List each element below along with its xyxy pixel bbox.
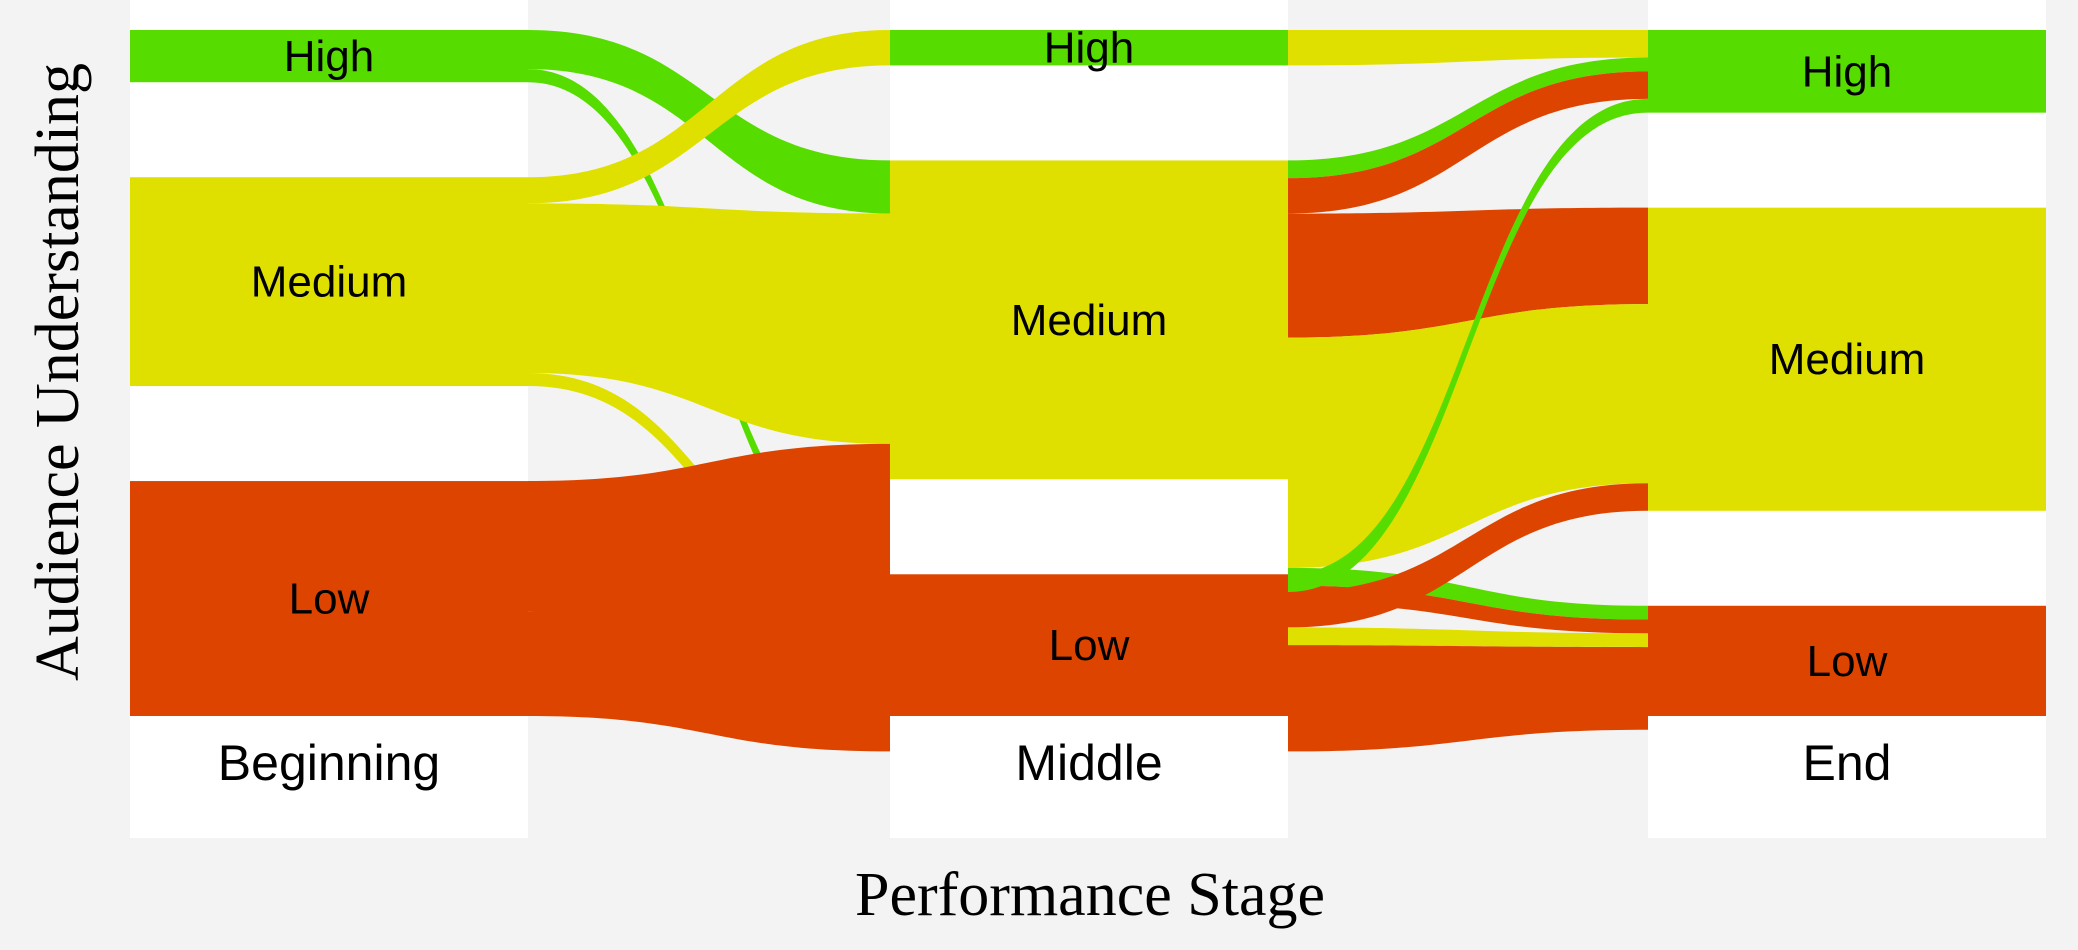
stage-label-beginning: Beginning [218, 735, 440, 791]
stratum-label-beginning-medium: Medium [251, 258, 408, 307]
flow-middle-high-to-end-high-7 [1288, 30, 1648, 66]
flow-middle-medium-to-end-medium-10 [1288, 207, 1648, 338]
stratum-beginning-low [130, 481, 528, 716]
stratum-middle-high [890, 30, 1288, 66]
stratum-label-middle-medium: Medium [1011, 296, 1168, 345]
flow-middle-low-to-end-medium-15 [1288, 483, 1648, 628]
alluvial-flows [528, 30, 1648, 752]
stratum-label-middle-high: High [1044, 24, 1135, 73]
flow-beginning-low-to-middle-low-6 [528, 609, 890, 752]
stage-label-middle: Middle [1015, 735, 1162, 791]
flow-middle-medium-to-end-high-9 [1288, 71, 1648, 214]
stratum-label-end-high: High [1802, 47, 1893, 96]
flow-middle-low-to-end-low-16 [1288, 627, 1648, 648]
stratum-end-high [1648, 30, 2046, 113]
stratum-label-beginning-high: High [284, 32, 375, 81]
flow-beginning-medium-to-middle-medium-3 [528, 203, 890, 444]
flow-middle-medium-to-end-high-8 [1288, 57, 1648, 179]
stratum-end-low [1648, 605, 2046, 716]
stratum-end-medium [1648, 207, 2046, 511]
y-axis-title: Audience Understanding [24, 63, 92, 681]
flow-middle-low-to-end-low-17 [1288, 645, 1648, 752]
flow-middle-medium-to-end-medium-11 [1288, 304, 1648, 568]
flow-beginning-low-to-middle-medium-5 [528, 443, 890, 621]
stratum-middle-low [890, 574, 1288, 716]
stratum-label-end-medium: Medium [1769, 335, 1926, 384]
stage-label-end: End [1803, 735, 1892, 791]
x-axis-title: Performance Stage [855, 861, 1325, 929]
stratum-blocks [130, 30, 2046, 716]
stratum-label-middle-low: Low [1049, 621, 1130, 670]
flow-middle-low-to-end-high-14 [1288, 98, 1648, 592]
stratum-label-beginning-low: Low [289, 575, 370, 624]
stage-labels: Beginning Middle End [218, 735, 1892, 791]
stratum-label-end-low: Low [1807, 637, 1888, 686]
stratum-beginning-medium [130, 177, 528, 387]
stratum-middle-medium [890, 160, 1288, 480]
stratum-beginning-high [130, 30, 528, 83]
flow-beginning-medium-to-middle-high-2 [528, 30, 890, 204]
